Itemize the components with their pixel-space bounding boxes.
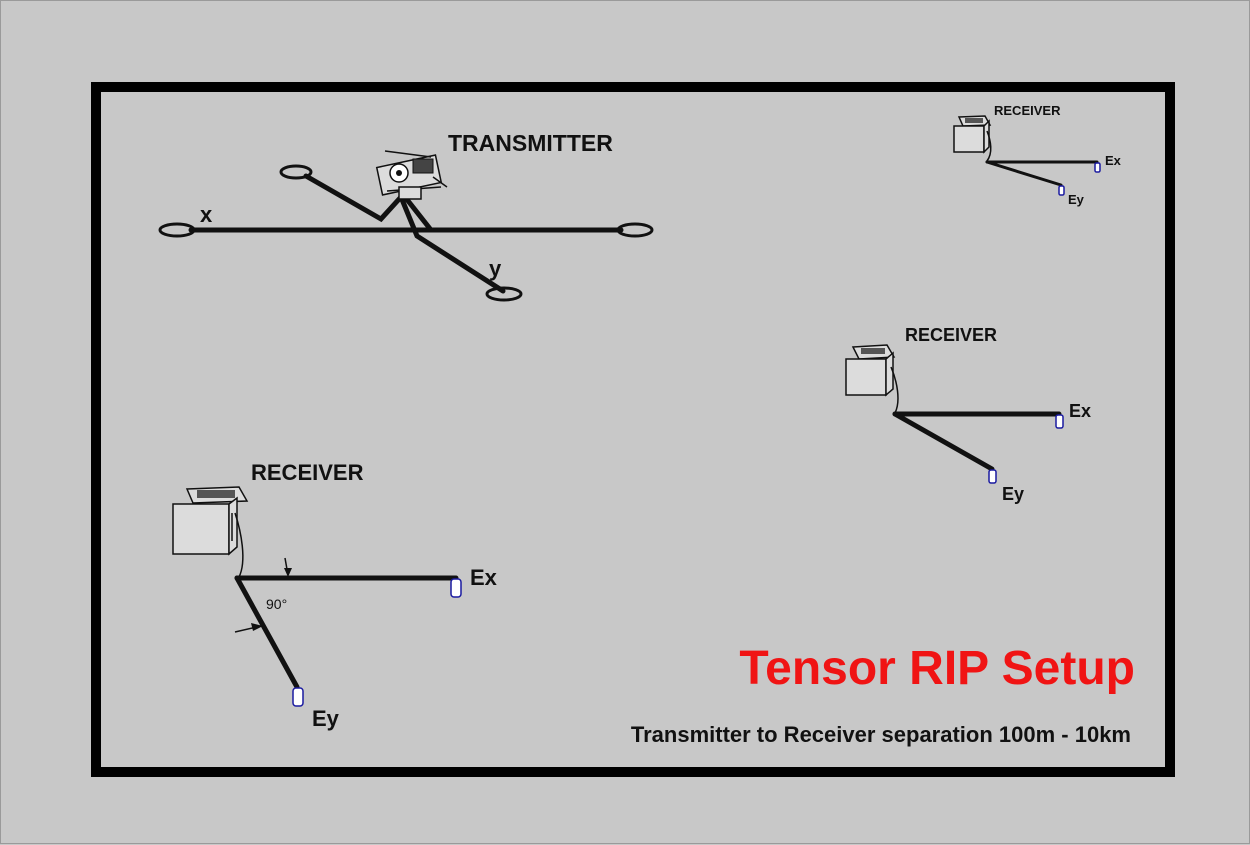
receiver-2-ey-electrode bbox=[988, 469, 997, 484]
transmitter-loop-bottom bbox=[485, 286, 523, 302]
receiver-3-ex-electrode bbox=[1094, 162, 1101, 173]
receiver-1-label: RECEIVER bbox=[251, 460, 364, 485]
receiver-3-ey-electrode bbox=[1058, 185, 1065, 196]
angle-arrowhead-left bbox=[251, 623, 263, 631]
receiver-1-ex-label: Ex bbox=[470, 565, 498, 590]
transmitter-loop-right bbox=[616, 222, 654, 238]
transmitter-loop-top bbox=[279, 164, 313, 180]
receiver-3-ey-wire bbox=[985, 160, 1063, 187]
receiver-1-ex-electrode bbox=[450, 578, 462, 598]
transmitter-group: TRANSMITTER x y bbox=[158, 130, 654, 302]
transmitter-loop-left bbox=[158, 222, 196, 238]
receiver-3-ex-label: Ex bbox=[1105, 153, 1122, 168]
receiver-3-icon bbox=[953, 115, 992, 154]
receiver-1-cable bbox=[234, 512, 244, 578]
receiver-2-icon bbox=[845, 344, 896, 397]
receiver-2-ex-electrode bbox=[1055, 414, 1064, 429]
diagram-subtitle: Transmitter to Receiver separation 100m … bbox=[631, 722, 1131, 747]
transmitter-x-label: x bbox=[200, 202, 213, 227]
receiver-2-cable bbox=[890, 366, 899, 414]
receiver-3-cable bbox=[986, 130, 992, 162]
receiver-3-label: RECEIVER bbox=[994, 103, 1061, 118]
transmitter-y-label: y bbox=[489, 256, 502, 281]
receiver-3-group: RECEIVER Ex Ey bbox=[953, 103, 1122, 207]
diagram-title: Tensor RIP Setup bbox=[739, 642, 1135, 695]
angle-arrowhead-top bbox=[284, 568, 292, 577]
receiver-2-group: RECEIVER Ex Ey bbox=[845, 325, 1091, 504]
generator-icon bbox=[375, 150, 448, 200]
receiver-1-icon bbox=[172, 486, 249, 556]
receiver-1-ey-electrode bbox=[292, 687, 304, 707]
receiver-1-angle-label: 90° bbox=[266, 596, 287, 612]
receiver-1-ey-label: Ey bbox=[312, 706, 340, 731]
receiver-2-ey-wire bbox=[892, 411, 995, 472]
receiver-1-group: 90° RECEIVER Ex Ey bbox=[172, 460, 498, 731]
receiver-3-ey-label: Ey bbox=[1068, 192, 1085, 207]
diagram-frame bbox=[91, 82, 1175, 777]
receiver-2-label: RECEIVER bbox=[905, 325, 997, 345]
receiver-1-ey-wire bbox=[234, 575, 300, 690]
receiver-2-ex-label: Ex bbox=[1069, 401, 1091, 421]
receiver-2-ey-label: Ey bbox=[1002, 484, 1024, 504]
transmitter-label: TRANSMITTER bbox=[448, 130, 613, 156]
transmitter-feed-wire bbox=[402, 194, 434, 233]
